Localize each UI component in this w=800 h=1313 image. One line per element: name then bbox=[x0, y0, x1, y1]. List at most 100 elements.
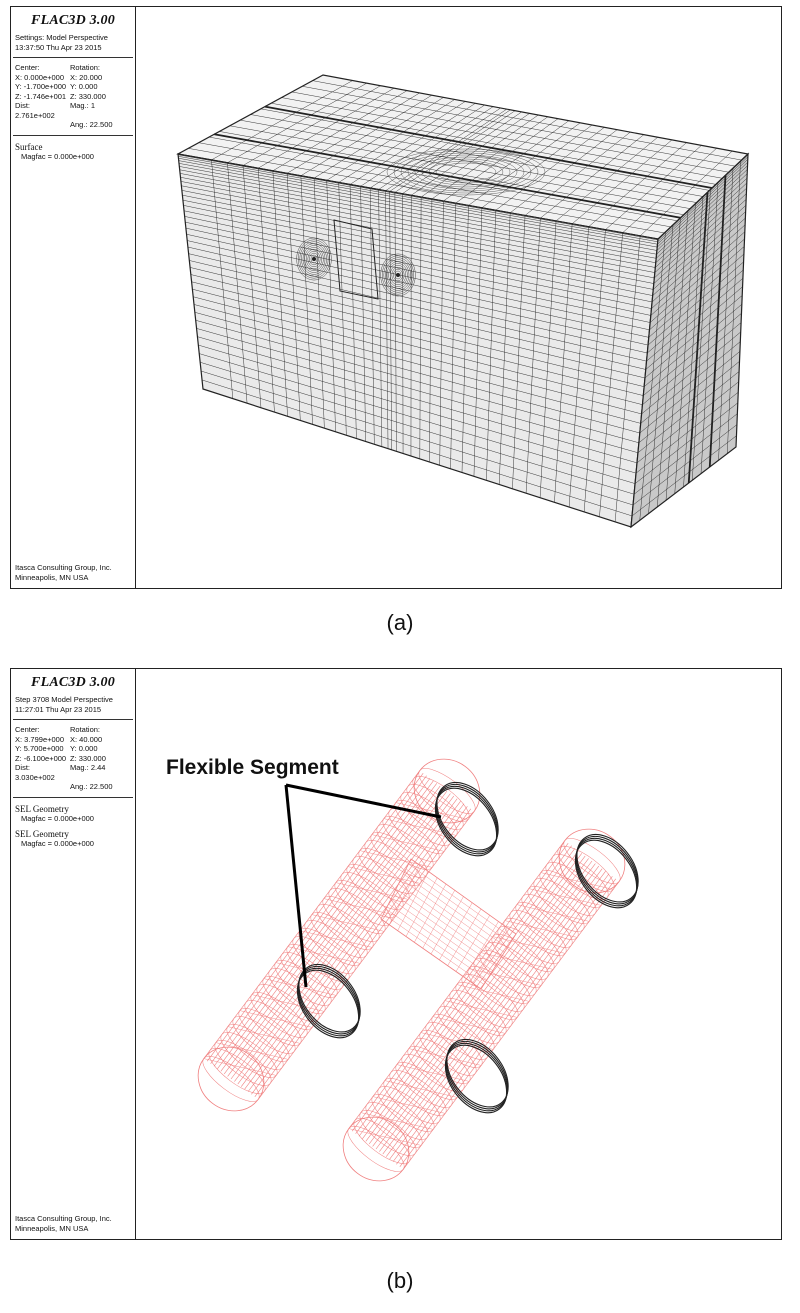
tunnel-section-mesh bbox=[297, 239, 330, 279]
tunnel-section-mesh bbox=[386, 261, 410, 289]
top-surface-mesh bbox=[428, 160, 504, 184]
caption-b: (b) bbox=[386, 1268, 414, 1293]
tunnel-section-mesh bbox=[380, 253, 416, 297]
footer-location: Minneapolis, MN USA bbox=[15, 1223, 89, 1233]
center-dist: Dist: 3.030e+002 bbox=[15, 763, 55, 782]
right-tunnel-lattice bbox=[516, 904, 590, 922]
mesh-line bbox=[718, 168, 734, 461]
left-tunnel-cap bbox=[197, 1046, 265, 1112]
right-tunnel-lattice bbox=[528, 888, 602, 906]
mesh-line bbox=[242, 165, 262, 408]
app-title: FLAC3D 3.00 bbox=[31, 675, 115, 690]
mesh-line bbox=[281, 97, 723, 179]
left-tunnel-hoop bbox=[226, 1024, 284, 1070]
right-tunnel-lattice bbox=[384, 1080, 458, 1098]
left-tunnel-hoop bbox=[208, 1048, 266, 1094]
plot-item-1: SEL Geometry bbox=[15, 803, 69, 814]
right-tunnel-line bbox=[389, 871, 606, 1160]
left-tunnel-hoop bbox=[316, 904, 374, 950]
annotation-leader-lines bbox=[284, 783, 442, 988]
left-tunnel-line bbox=[247, 803, 465, 1092]
right-tunnel-line bbox=[399, 878, 617, 1168]
cross-passage-line bbox=[472, 927, 508, 984]
footer-location: Minneapolis, MN USA bbox=[15, 572, 89, 582]
right-tunnel-line bbox=[358, 848, 576, 1137]
left-tunnel-lattice bbox=[299, 930, 373, 948]
left-tunnel-hoop bbox=[364, 840, 422, 886]
cross-passage-line bbox=[390, 898, 493, 971]
tunnel-centre-point bbox=[312, 257, 316, 261]
mesh-line bbox=[257, 168, 275, 413]
left-tunnel-line bbox=[227, 788, 444, 1077]
right-tunnel-hoop bbox=[509, 910, 567, 956]
tunnel-section-mesh bbox=[310, 254, 318, 264]
mesh-line bbox=[300, 175, 313, 425]
mesh-line bbox=[385, 190, 389, 449]
left-tunnel-hoop bbox=[406, 784, 464, 830]
mesh-line bbox=[486, 210, 497, 481]
left-tunnel-lattice bbox=[335, 882, 409, 900]
right-tunnel-lattice bbox=[504, 920, 578, 938]
right-tunnel-lattice bbox=[372, 1096, 446, 1114]
left-tunnel-hoop bbox=[352, 856, 410, 902]
timestamp: 13:37:50 Thu Apr 23 2015 bbox=[15, 42, 102, 52]
divider bbox=[13, 796, 133, 798]
cross-passage-line bbox=[385, 908, 487, 981]
tunnel-section-mesh bbox=[393, 268, 403, 282]
left-tunnel-lattice bbox=[251, 994, 325, 1012]
mesh-line bbox=[378, 189, 383, 447]
mesh-line bbox=[219, 131, 684, 215]
tunnel-section-mesh bbox=[381, 255, 414, 295]
center-y: Y: 5.700e+000 bbox=[15, 744, 64, 753]
left-tunnel-hoop bbox=[340, 872, 398, 918]
right-tunnel-hoop bbox=[527, 886, 585, 932]
mesh-line bbox=[272, 170, 288, 417]
timestamp: 11:27:01 Thu Apr 23 2015 bbox=[15, 704, 102, 714]
mesh-line bbox=[313, 178, 325, 429]
left-tunnel-line bbox=[223, 785, 441, 1075]
cross-passage-outline bbox=[333, 219, 379, 300]
right-tunnel-lattice bbox=[444, 1000, 518, 1018]
mesh-line bbox=[240, 119, 697, 203]
right-tunnel-lattice bbox=[360, 1112, 434, 1130]
left-tunnel-line bbox=[237, 795, 455, 1085]
center-z: Z: -1.746e+001 bbox=[15, 91, 67, 101]
right-tunnel-lattice bbox=[348, 1128, 422, 1146]
left-tunnel-line bbox=[234, 793, 451, 1082]
mesh-line bbox=[389, 191, 392, 450]
flexible-segment-ring bbox=[298, 963, 361, 1033]
right-tunnel-cap bbox=[558, 828, 626, 894]
mesh-line bbox=[539, 220, 557, 498]
cross-passage-line bbox=[383, 913, 485, 985]
right-tunnel-hoop bbox=[479, 950, 537, 996]
mesh-line bbox=[525, 218, 541, 494]
model-view-b[interactable]: Flexible Segment bbox=[136, 669, 781, 1239]
rotation-label: Rotation: bbox=[70, 63, 101, 72]
flexible-segment-rings bbox=[296, 781, 639, 1114]
mesh-line bbox=[674, 203, 696, 494]
mesh-line bbox=[554, 223, 573, 503]
right-tunnel-line bbox=[379, 863, 596, 1152]
mesh-line bbox=[599, 232, 623, 517]
rotation-x: X: 40.000 bbox=[70, 734, 103, 744]
caption-a: (a) bbox=[386, 610, 414, 635]
settings-line: Settings: Model Perspective bbox=[15, 33, 108, 42]
top-surface-mesh bbox=[414, 156, 518, 188]
cross-passage-line bbox=[388, 903, 490, 976]
left-tunnel-line bbox=[251, 806, 468, 1095]
right-tunnel-line bbox=[392, 873, 610, 1162]
mesh-line bbox=[727, 161, 741, 454]
mesh-line bbox=[583, 229, 606, 512]
right-tunnel-hoop bbox=[419, 1030, 477, 1076]
left-tunnel-hoop bbox=[304, 920, 362, 966]
left-tunnel-hoop bbox=[388, 808, 446, 854]
right-tunnel-hoop bbox=[467, 966, 525, 1012]
mesh-line bbox=[450, 203, 456, 469]
model-view-a[interactable] bbox=[136, 7, 781, 588]
left-tunnel-hoop bbox=[232, 1016, 290, 1062]
rotation-y: Y: 0.000 bbox=[70, 82, 98, 91]
flexible-segment-ring bbox=[444, 1044, 508, 1114]
plot-item: Surface bbox=[15, 141, 43, 152]
right-tunnel-hoop bbox=[395, 1062, 453, 1108]
plot-item-detail: Magfac = 0.000e+000 bbox=[21, 151, 94, 161]
